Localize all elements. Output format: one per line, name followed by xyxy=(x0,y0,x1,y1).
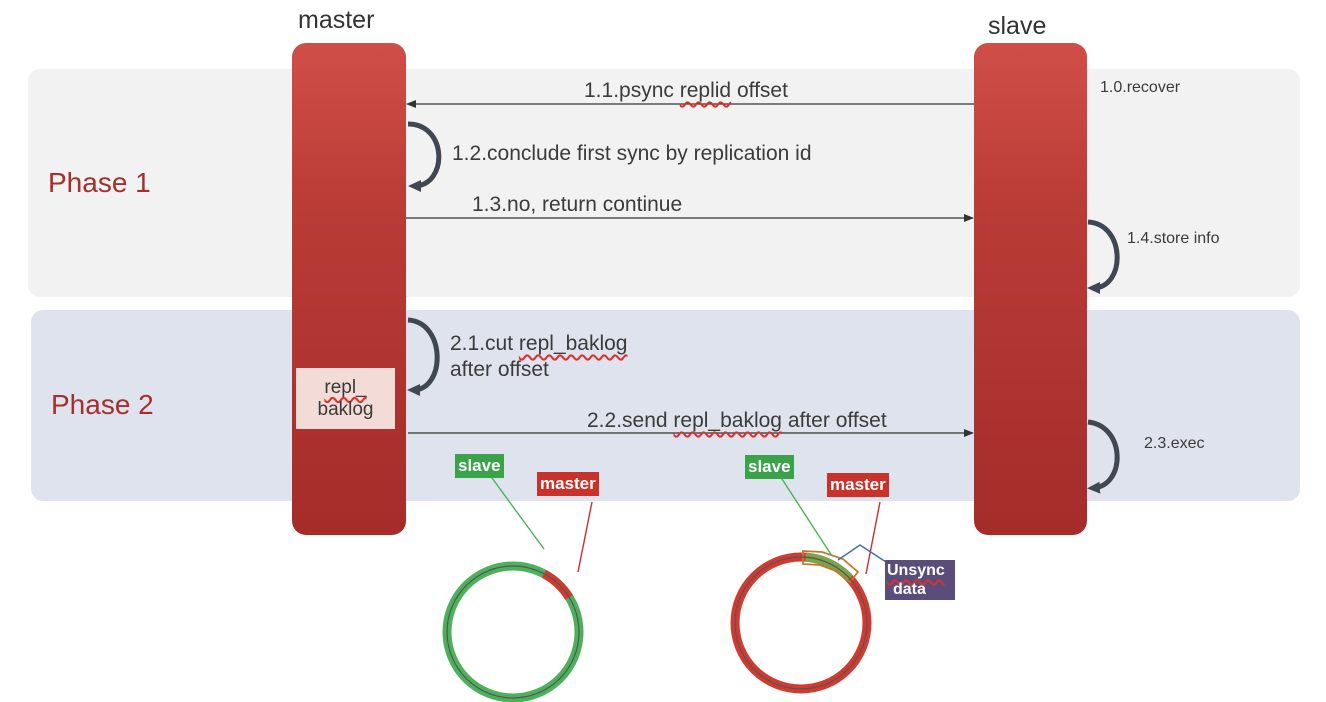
right-ring-buffer xyxy=(730,478,887,694)
msg-1-4: 1.4.store info xyxy=(1127,230,1220,247)
master-lifeline xyxy=(292,43,406,535)
msg-1-1-suffix: offset xyxy=(731,79,788,102)
msg-2-1-line1: 2.1.cut repl_baklog xyxy=(450,331,627,357)
unsync-line2: data xyxy=(893,581,926,598)
msg-1-3: 1.3.no, return continue xyxy=(472,193,683,216)
left-slave-pointer xyxy=(491,477,545,550)
msg-2-2: 2.2.send repl_baklog after offset xyxy=(587,408,887,434)
msg-1-1: 1.1.psync replid offset xyxy=(584,78,788,104)
right-slave-pointer xyxy=(781,478,833,557)
msg-2-3: 2.3.exec xyxy=(1144,435,1205,452)
left-master-pointer xyxy=(577,501,593,573)
unsync-pointer xyxy=(837,544,887,563)
msg-1-1-replid: replid xyxy=(679,79,732,102)
left-slave-tag: slave xyxy=(455,454,504,478)
phase-1-label: Phase 1 xyxy=(48,167,151,198)
msg-2-2-suffix: after offset xyxy=(782,409,887,432)
phase-2-label: Phase 2 xyxy=(51,389,154,420)
self-loop-2-3 xyxy=(1087,419,1120,494)
self-loop-2-1 xyxy=(407,317,440,396)
left-master-tag: master xyxy=(537,472,599,496)
slave-title: slave xyxy=(988,12,1047,40)
msg-2-2-baklog: repl_baklog xyxy=(673,409,782,432)
msg-1-2: 1.2.conclude first sync by replication i… xyxy=(452,142,812,165)
self-loop-1-2 xyxy=(407,121,442,192)
unsync-data-tag: Unsync data xyxy=(885,560,955,600)
msg-2-1-baklog: repl_baklog xyxy=(518,332,628,355)
master-title: master xyxy=(298,6,375,34)
unsync-line1: Unsync xyxy=(887,562,945,579)
left-ring-buffer xyxy=(442,477,593,702)
msg-2-1-prefix: 2.1.cut xyxy=(450,332,519,355)
phase-1-panel xyxy=(28,69,1300,297)
msg-2-1-line2: after offset xyxy=(450,358,549,382)
phase-2-panel xyxy=(31,310,1300,501)
right-master-tag: master xyxy=(827,473,889,497)
slave-lifeline xyxy=(974,43,1087,535)
msg-2-2-prefix: 2.2.send xyxy=(587,409,674,432)
repl-baklog-box: repl_ baklog xyxy=(296,368,395,429)
right-master-pointer xyxy=(865,501,881,575)
self-loop-1-4 xyxy=(1087,219,1120,294)
repl-box-line1: repl_ xyxy=(324,376,367,398)
right-slave-tag: slave xyxy=(745,455,794,479)
msg-2-1: 2.1.cut repl_baklog after offset xyxy=(450,331,627,384)
msg-1-0-recover: 1.0.recover xyxy=(1100,79,1181,96)
repl-box-line2: baklog xyxy=(317,398,374,420)
msg-1-1-prefix: 1.1.psync xyxy=(584,79,680,102)
